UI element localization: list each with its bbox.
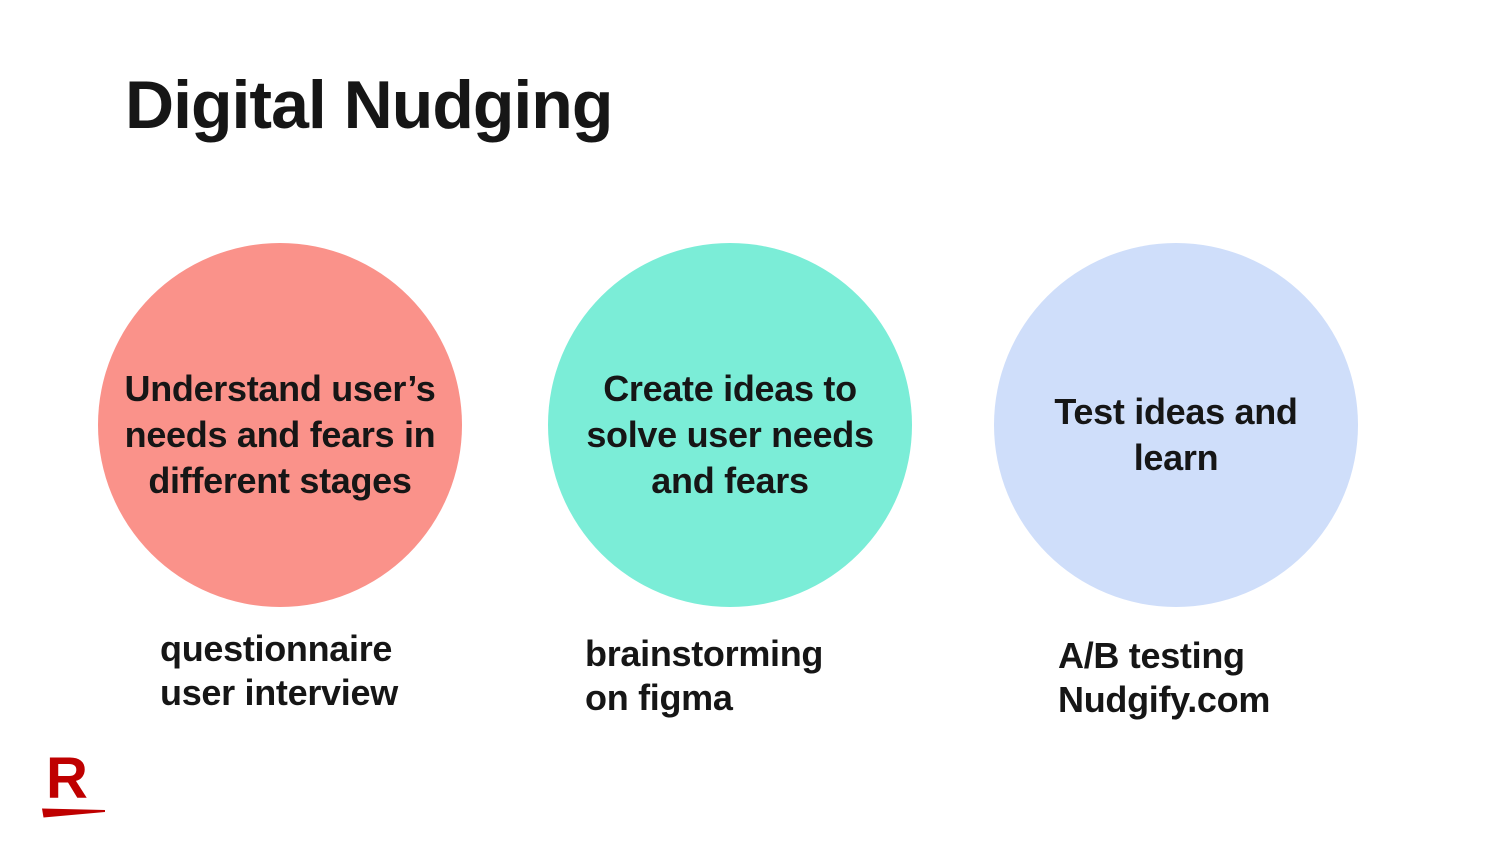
stage-label-line: user interview	[160, 672, 398, 713]
stage-label-line: brainstorming	[585, 633, 824, 674]
rakuten-logo-swoosh-icon	[42, 808, 105, 818]
stage-circle-create-text: Create ideas to solve user needs and fea…	[586, 366, 874, 504]
stage-label-understand-methods: questionnaire user interview	[160, 627, 398, 715]
stage-label-line: on figma	[585, 677, 733, 718]
circle-text-line: different stages	[148, 460, 412, 501]
circle-text-line: needs and fears in	[124, 414, 436, 455]
stage-circle-understand-text: Understand user’s needs and fears in dif…	[125, 366, 436, 504]
rakuten-swoosh-shape	[42, 808, 105, 818]
stage-circle-test-text: Test ideas and learn	[1054, 389, 1298, 481]
stage-circle-create: Create ideas to solve user needs and fea…	[548, 243, 912, 607]
stage-label-test-methods: A/B testing Nudgify.com	[1058, 634, 1270, 722]
stage-circle-test: Test ideas and learn	[994, 243, 1358, 607]
circle-text-line: Create ideas to	[603, 368, 857, 409]
stage-circle-understand: Understand user’s needs and fears in dif…	[98, 243, 462, 607]
rakuten-logo: R	[42, 748, 112, 823]
circle-text-line: learn	[1133, 437, 1219, 478]
stage-label-line: A/B testing	[1058, 635, 1245, 676]
circle-text-line: solve user needs	[586, 414, 874, 455]
stage-label-line: questionnaire	[160, 628, 393, 669]
stage-label-line: Nudgify.com	[1058, 679, 1271, 720]
stage-label-create-methods: brainstorming on figma	[585, 632, 823, 720]
circle-text-line: Test ideas and	[1054, 391, 1298, 432]
circle-text-line: and fears	[651, 460, 809, 501]
rakuten-logo-letter: R	[46, 746, 88, 811]
circle-text-line: Understand user’s	[124, 368, 436, 409]
slide-title: Digital Nudging	[125, 67, 613, 143]
